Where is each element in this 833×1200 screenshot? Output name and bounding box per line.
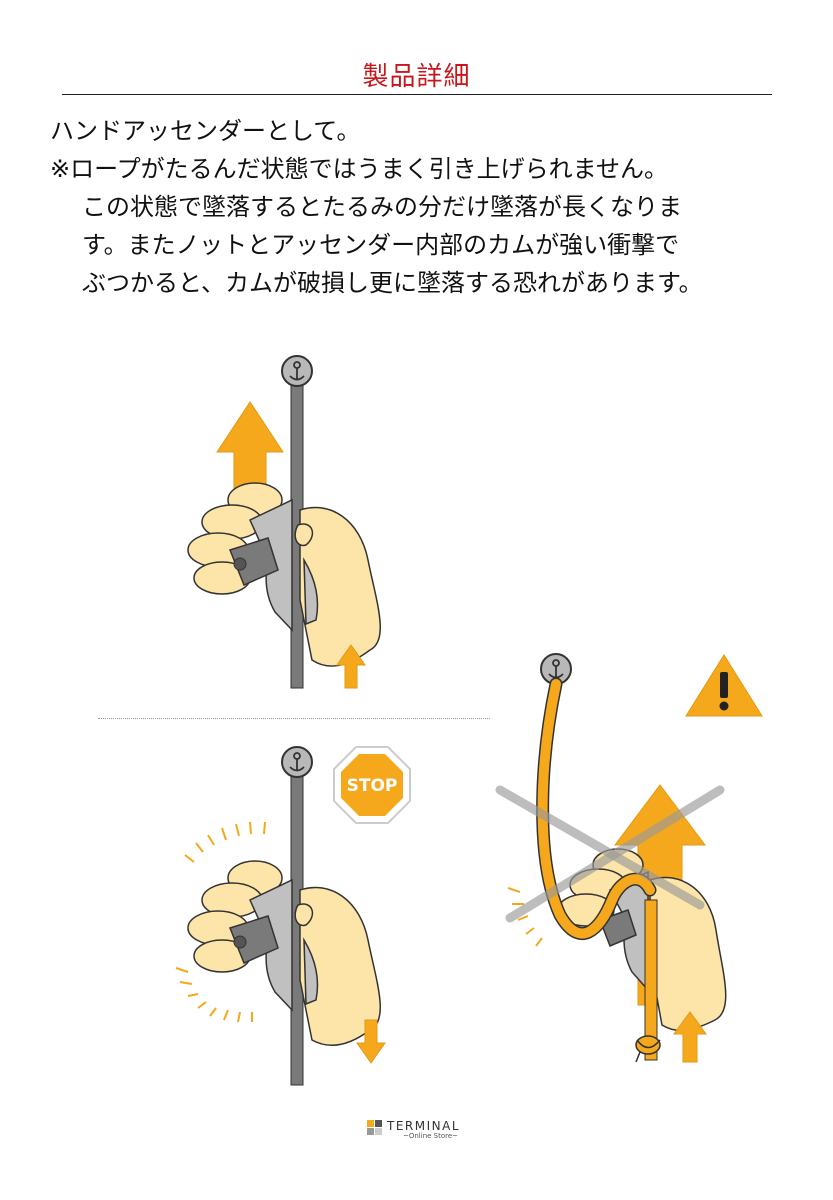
thumb [294,523,314,547]
ascender-device [229,878,319,1012]
logo-square [367,1120,374,1127]
logo-square [375,1128,382,1135]
stop-sign-label: STOP [347,776,398,796]
stop-sign-icon: STOP [333,746,411,824]
rope-knot [635,1035,661,1063]
anchor-icon [281,746,313,778]
caution-line: す。またノットとアッセンダー内部のカムが強い衝撃で [82,231,680,259]
caution-line: ※ロープがたるんだ状態ではうまく引き上げられません。 [50,155,668,183]
thumb [294,903,314,927]
panel-wrong-use [495,653,763,1063]
panel-stop: STOP [175,746,411,1086]
up-arrow-icon [336,644,366,689]
rope-slack [537,679,655,939]
impact-lines [175,821,266,1023]
description-line: ハンドアッセンダーとして。 [50,117,361,145]
caution-line: この状態で墜落するとたるみの分だけ墜落が長くなりま [82,193,682,221]
brand-name: TERMINAL [387,1119,461,1133]
anchor-icon [540,653,572,685]
logo-square [375,1120,382,1127]
panel-correct-use [187,355,382,689]
warning-icon [685,654,763,717]
down-arrow-icon [356,1019,386,1064]
caution-line: ぶつかると、カムが破損し更に墜落する恐れがあります。 [82,269,703,297]
ascender-device [229,498,319,632]
impact-lines [507,887,543,947]
anchor-icon [281,355,313,387]
title-divider [62,94,772,95]
hand [187,482,382,667]
brand-subtitle: ~Online Store~ [403,1132,459,1140]
cross-mark-icon [495,785,725,923]
hand [187,860,382,1046]
rope-orange [644,899,658,1061]
page-title: 製品詳細 [362,62,471,92]
up-arrow-icon [673,1011,707,1063]
product-description: ハンドアッセンダーとして。 ※ロープがたるんだ状態ではうまく引き上げられません。… [50,112,820,302]
illustration-divider [98,718,490,719]
logo-square [367,1128,374,1135]
brand-logo: TERMINAL ~Online Store~ [367,1118,477,1144]
